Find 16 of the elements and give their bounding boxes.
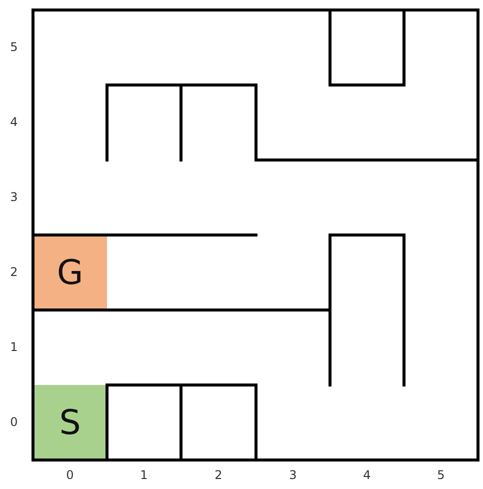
row-number: 0 [9, 415, 19, 429]
goal-cell [33, 235, 107, 310]
row-number: 4 [9, 115, 19, 129]
cell-letter: S [59, 402, 81, 442]
start-cell [33, 385, 107, 460]
row-number: 3 [9, 190, 19, 204]
column-number: 0 [65, 468, 75, 482]
row-number: 1 [9, 340, 19, 354]
column-number: 1 [139, 468, 149, 482]
column-number: 3 [288, 468, 298, 482]
row-number: 2 [9, 265, 19, 279]
cell-letter: G [56, 252, 84, 292]
column-number: 2 [214, 468, 224, 482]
row-number: 5 [9, 40, 19, 54]
column-number: 5 [436, 468, 446, 482]
column-number: 4 [362, 468, 372, 482]
